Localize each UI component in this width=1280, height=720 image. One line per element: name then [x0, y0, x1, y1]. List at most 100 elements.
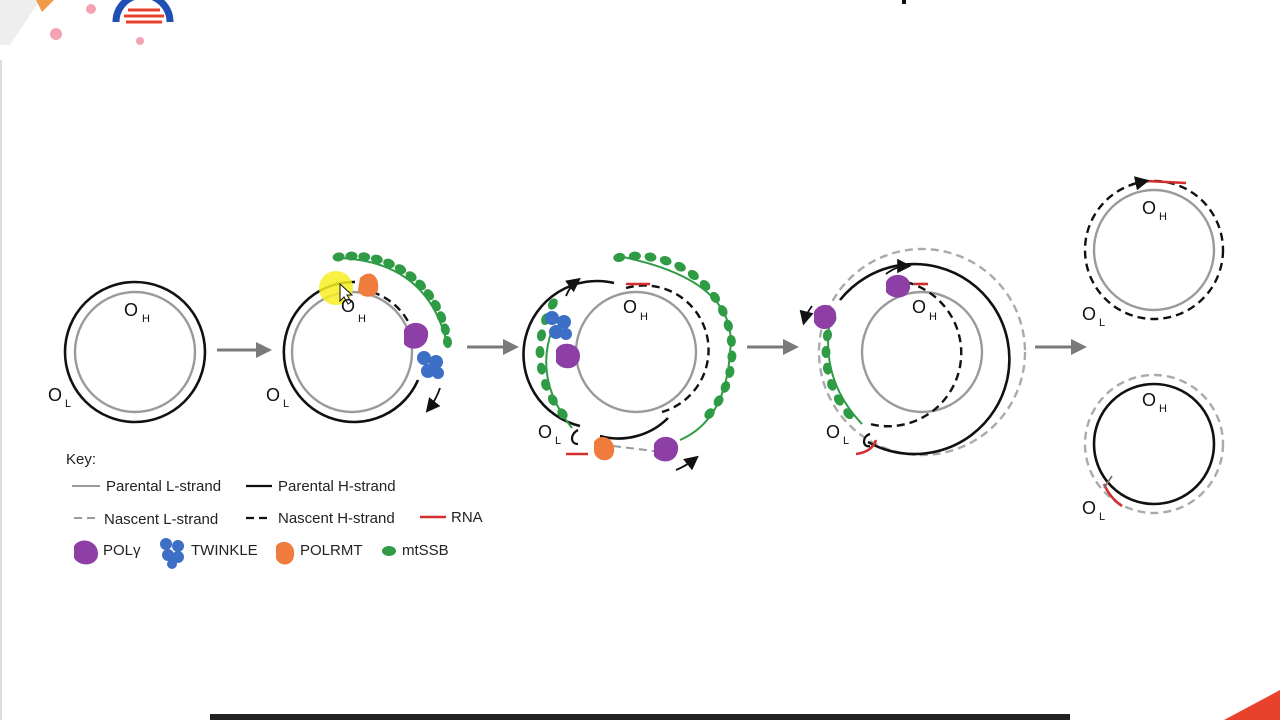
mtssb-bead — [843, 408, 854, 420]
step-arrow-4 — [1035, 339, 1087, 355]
mtssb-chain — [535, 251, 737, 420]
svg-text:O: O — [1142, 390, 1156, 410]
mtssb-bead — [726, 334, 736, 347]
mtssb-bead — [370, 254, 383, 264]
mouse-cursor-icon — [339, 282, 354, 305]
polg-icon — [74, 540, 98, 565]
mtssb-bead — [423, 289, 435, 301]
polg-icon — [814, 304, 837, 330]
mtssb-bead — [659, 256, 672, 266]
legend-item-nascent-l: Nascent L-strand — [74, 511, 218, 528]
mtssb-bead — [704, 408, 715, 420]
video-progress-track — [210, 714, 1070, 720]
svg-text:O: O — [1082, 498, 1096, 518]
mtssb-bead — [699, 279, 711, 291]
mtssb-bead — [687, 269, 699, 281]
mtssb-bead — [440, 323, 450, 336]
mtssb-bead — [536, 362, 547, 375]
step-arrows — [217, 339, 1087, 358]
mtssb-bead — [613, 252, 626, 263]
svg-text:H: H — [358, 313, 366, 325]
legend-item-mtssb: mtSSB — [382, 542, 449, 559]
mtssb-bead — [822, 362, 833, 375]
mtssb-bead — [727, 350, 737, 363]
mtssb-bead — [674, 261, 686, 272]
page-left-edge — [0, 60, 2, 720]
mtssb-bead — [541, 378, 551, 391]
svg-text:L: L — [65, 398, 71, 410]
svg-text:O: O — [538, 422, 552, 442]
mtssb-bead — [644, 252, 657, 262]
svg-text:L: L — [1099, 317, 1105, 329]
svg-text:mtSSB: mtSSB — [402, 542, 449, 559]
svg-text:H: H — [929, 311, 937, 323]
mtssb-bead — [358, 252, 371, 262]
mtssb-bead — [628, 251, 641, 261]
svg-text:Parental H-strand: Parental H-strand — [278, 478, 396, 495]
svg-text:Parental L-strand: Parental L-strand — [106, 478, 221, 495]
svg-text:POLRMT: POLRMT — [300, 542, 363, 559]
svg-text:RNA: RNA — [451, 509, 483, 526]
mtssb-bead — [394, 264, 407, 275]
svg-text:O: O — [266, 385, 280, 405]
mtssb-bead — [383, 258, 395, 269]
svg-text:TWINKLE: TWINKLE — [191, 542, 258, 559]
svg-text:O: O — [623, 297, 637, 317]
svg-text:H: H — [1159, 403, 1167, 415]
mtssb-bead — [713, 395, 724, 407]
corner-decoration — [1224, 690, 1280, 720]
svg-text:L: L — [1099, 511, 1105, 523]
mtssb-bead — [547, 298, 558, 310]
svg-text:Nascent L-strand: Nascent L-strand — [104, 511, 218, 528]
mtssb-bead — [332, 252, 345, 262]
daughter-molecule-h: O H O L — [1082, 373, 1225, 523]
daughter-molecule-l: O H O L — [1082, 176, 1225, 329]
mtssb-bead — [822, 329, 833, 342]
stage-5-daughters: O H O L O H O L — [1082, 176, 1225, 523]
step-arrow-2 — [467, 339, 519, 355]
mtssb-bead — [431, 299, 441, 312]
stage-2-initiation: O H O L — [266, 251, 452, 424]
mtssb-bead — [720, 381, 731, 393]
twinkle-icon — [417, 351, 444, 379]
svg-text:H: H — [142, 313, 150, 325]
polrmt-icon — [276, 541, 295, 565]
mtssb-bead — [723, 319, 733, 332]
stage-4-elongation: O H O L — [799, 247, 1027, 457]
mtssb-bead — [833, 394, 844, 406]
mtssb-chain — [332, 251, 452, 348]
twinkle-icon — [545, 311, 572, 340]
svg-text:O: O — [826, 422, 840, 442]
polrmt-icon — [594, 437, 615, 461]
mtssb-bead — [436, 311, 447, 323]
svg-text:L: L — [555, 435, 561, 447]
mtssb-bead — [536, 329, 547, 342]
svg-text:O: O — [1082, 304, 1096, 324]
legend-item-twinkle: TWINKLE — [160, 538, 258, 569]
step-arrow-3 — [747, 339, 799, 355]
mtssb-bead — [717, 305, 728, 317]
polg-icon — [404, 322, 429, 349]
legend-item-parental-h: Parental H-strand — [246, 478, 396, 495]
step-arrow-1 — [217, 342, 272, 358]
mtssb-bead — [827, 378, 837, 391]
svg-text:O: O — [912, 297, 926, 317]
svg-text:O: O — [341, 296, 355, 316]
mtssb-bead — [345, 251, 358, 261]
mtssb-bead — [547, 394, 558, 406]
polg-icon — [654, 436, 679, 462]
svg-text:Nascent H-strand: Nascent H-strand — [278, 510, 395, 527]
mtssb-bead — [725, 366, 735, 378]
stage-1-parental: O H O L — [48, 280, 207, 424]
polg-icon — [886, 274, 911, 298]
mtssb-bead — [709, 291, 720, 303]
twinkle-icon — [160, 538, 184, 569]
svg-text:H: H — [1159, 211, 1167, 223]
mtssb-bead — [405, 271, 417, 282]
mtssb-bead — [535, 346, 545, 358]
svg-text:H: H — [640, 311, 648, 323]
svg-text:O: O — [1142, 198, 1156, 218]
legend-item-nascent-h: Nascent H-strand — [246, 510, 395, 527]
mtssb-icon — [382, 546, 396, 556]
